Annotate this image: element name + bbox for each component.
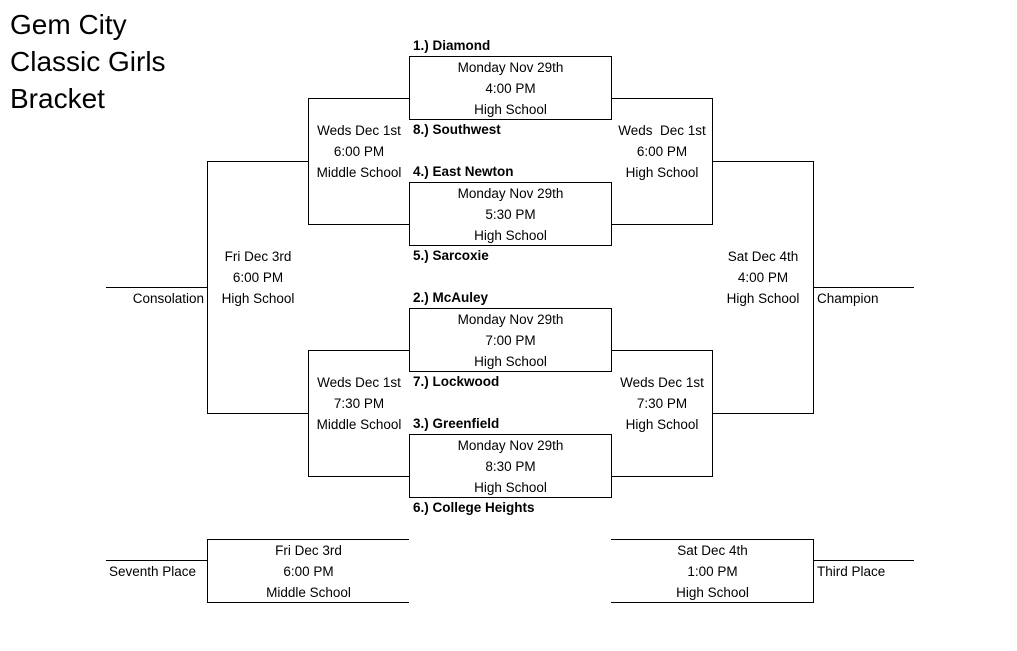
game-info-semifinal-top: Weds Dec 1st 6:00 PM High School bbox=[611, 120, 713, 183]
champion-label: Champion bbox=[817, 291, 879, 306]
title-line: Gem City bbox=[10, 9, 127, 40]
team-seed-5: 5.) Sarcoxie bbox=[413, 248, 489, 263]
game-info-semifinal-bottom: Weds Dec 1st 7:30 PM High School bbox=[611, 372, 713, 435]
bracket-title: Gem City Classic Girls Bracket bbox=[10, 6, 166, 117]
game-venue: High School bbox=[625, 165, 699, 180]
third-place-label: Third Place bbox=[817, 564, 886, 579]
team-seed-6: 6.) College Heights bbox=[413, 500, 535, 515]
game-date: Weds Dec 1st bbox=[317, 123, 401, 138]
game-venue: Middle School bbox=[316, 165, 402, 180]
game-time: 7:30 PM bbox=[333, 396, 385, 411]
game-info-consolation-bottom: Weds Dec 1st 7:30 PM Middle School bbox=[308, 372, 410, 435]
game-time: 7:00 PM bbox=[485, 333, 536, 348]
game-info-round1-3: Monday Nov 29th 7:00 PM High School bbox=[409, 309, 612, 372]
team-seed-7: 7.) Lockwood bbox=[413, 374, 500, 389]
team-seed-8: 8.) Southwest bbox=[413, 122, 501, 137]
game-time: 4:00 PM bbox=[485, 81, 536, 96]
game-date: Monday Nov 29th bbox=[457, 438, 564, 453]
game-date: Sat Dec 4th bbox=[727, 249, 799, 264]
game-date: Monday Nov 29th bbox=[457, 312, 564, 327]
game-time: 6:00 PM bbox=[333, 144, 385, 159]
game-time: 6:00 PM bbox=[283, 564, 334, 579]
game-venue: High School bbox=[474, 102, 547, 117]
game-time: 1:00 PM bbox=[687, 564, 738, 579]
game-venue: High School bbox=[474, 228, 547, 243]
game-date: Monday Nov 29th bbox=[457, 60, 564, 75]
game-time: 8:30 PM bbox=[485, 459, 536, 474]
seventh-place-label: Seventh Place bbox=[108, 564, 196, 579]
game-date: Weds Dec 1st bbox=[620, 375, 704, 390]
game-venue: High School bbox=[726, 291, 800, 306]
game-time: 6:00 PM bbox=[636, 144, 688, 159]
game-info-round1-2: Monday Nov 29th 5:30 PM High School bbox=[409, 183, 612, 246]
game-time: 6:00 PM bbox=[232, 270, 284, 285]
game-info-championship: Sat Dec 4th 4:00 PM High School bbox=[712, 246, 814, 309]
consolation-label: Consolation bbox=[132, 291, 204, 306]
game-info-consolation-final: Fri Dec 3rd 6:00 PM High School bbox=[207, 246, 309, 309]
game-time: 7:30 PM bbox=[636, 396, 688, 411]
game-info-seventh-place: Fri Dec 3rd 6:00 PM Middle School bbox=[207, 540, 410, 603]
game-venue: High School bbox=[474, 354, 547, 369]
game-venue: Middle School bbox=[316, 417, 402, 432]
game-venue: High School bbox=[221, 291, 295, 306]
game-date: Weds Dec 1st bbox=[618, 123, 706, 138]
game-info-consolation-top: Weds Dec 1st 6:00 PM Middle School bbox=[308, 120, 410, 183]
game-date: Monday Nov 29th bbox=[457, 186, 564, 201]
game-info-round1-1: Monday Nov 29th 4:00 PM High School bbox=[409, 57, 612, 120]
team-seed-2: 2.) McAuley bbox=[413, 290, 489, 305]
game-time: 4:00 PM bbox=[737, 270, 789, 285]
game-date: Sat Dec 4th bbox=[677, 543, 748, 558]
team-seed-1: 1.) Diamond bbox=[413, 38, 491, 53]
game-info-third-place: Sat Dec 4th 1:00 PM High School bbox=[611, 540, 814, 603]
team-seed-3: 3.) Greenfield bbox=[413, 416, 500, 431]
game-venue: High School bbox=[625, 417, 699, 432]
game-venue: Middle School bbox=[266, 585, 351, 600]
game-date: Weds Dec 1st bbox=[317, 375, 401, 390]
title-line: Classic Girls bbox=[10, 46, 166, 77]
game-venue: High School bbox=[676, 585, 749, 600]
game-date: Fri Dec 3rd bbox=[224, 249, 292, 264]
game-time: 5:30 PM bbox=[485, 207, 536, 222]
game-date: Fri Dec 3rd bbox=[275, 543, 342, 558]
game-venue: High School bbox=[474, 480, 547, 495]
title-line: Bracket bbox=[10, 83, 105, 114]
team-seed-4: 4.) East Newton bbox=[413, 164, 514, 179]
game-info-round1-4: Monday Nov 29th 8:30 PM High School bbox=[409, 435, 612, 498]
